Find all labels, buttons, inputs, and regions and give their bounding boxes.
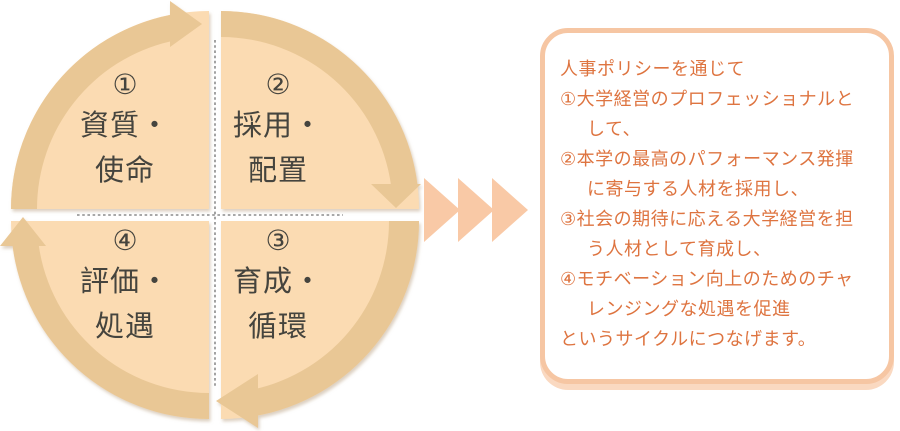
- quadrant-shape: [221, 221, 419, 419]
- callout-line: レンジングな処遇を促進: [587, 299, 791, 319]
- quadrant-shape: [11, 221, 209, 419]
- quadrant-bottom-left: [0, 217, 209, 419]
- callout-line: ①大学経営のプロフェッショナルと: [560, 89, 855, 109]
- arrowhead-icon: [170, 1, 202, 47]
- quadrant-top-left: [11, 1, 209, 209]
- chevron-icon: [458, 178, 494, 242]
- callout-line: ③社会の期待に応える大学経営を担: [560, 209, 854, 229]
- callout-line: 人事ポリシーを通じて: [560, 59, 745, 79]
- callout-line: ②本学の最高のパフォーマンス発揮: [560, 149, 854, 169]
- arrowhead-icon: [371, 184, 421, 208]
- arrowhead-icon: [216, 374, 258, 428]
- callout-line: というサイクルにつなげます。: [560, 329, 817, 349]
- quadrant-shape: [221, 11, 419, 209]
- callout-line: に寄与する人材を採用し、: [587, 179, 809, 199]
- callout-line: ④モチベーション向上のためのチャ: [560, 269, 854, 289]
- summary-callout: 人事ポリシーを通じて ①大学経営のプロフェッショナルと して、 ②本学の最高のパ…: [540, 28, 894, 384]
- clockwise-arrow-band: [245, 221, 419, 418]
- quadrant-bottom-right: [216, 221, 419, 428]
- clockwise-arrow-band: [11, 15, 170, 209]
- triple-chevron-icon: [424, 178, 528, 242]
- callout-line: う人材として育成し、: [587, 239, 772, 259]
- callout-line: して、: [587, 119, 642, 139]
- clockwise-arrow-band: [221, 11, 418, 185]
- cycle-chart: [0, 1, 528, 428]
- arrowhead-icon: [0, 217, 46, 246]
- clockwise-arrow-band: [12, 245, 209, 419]
- chevron-icon: [492, 178, 528, 242]
- quadrant-top-right: [221, 11, 421, 209]
- chevron-icon: [424, 178, 460, 242]
- quadrant-shape: [11, 11, 209, 209]
